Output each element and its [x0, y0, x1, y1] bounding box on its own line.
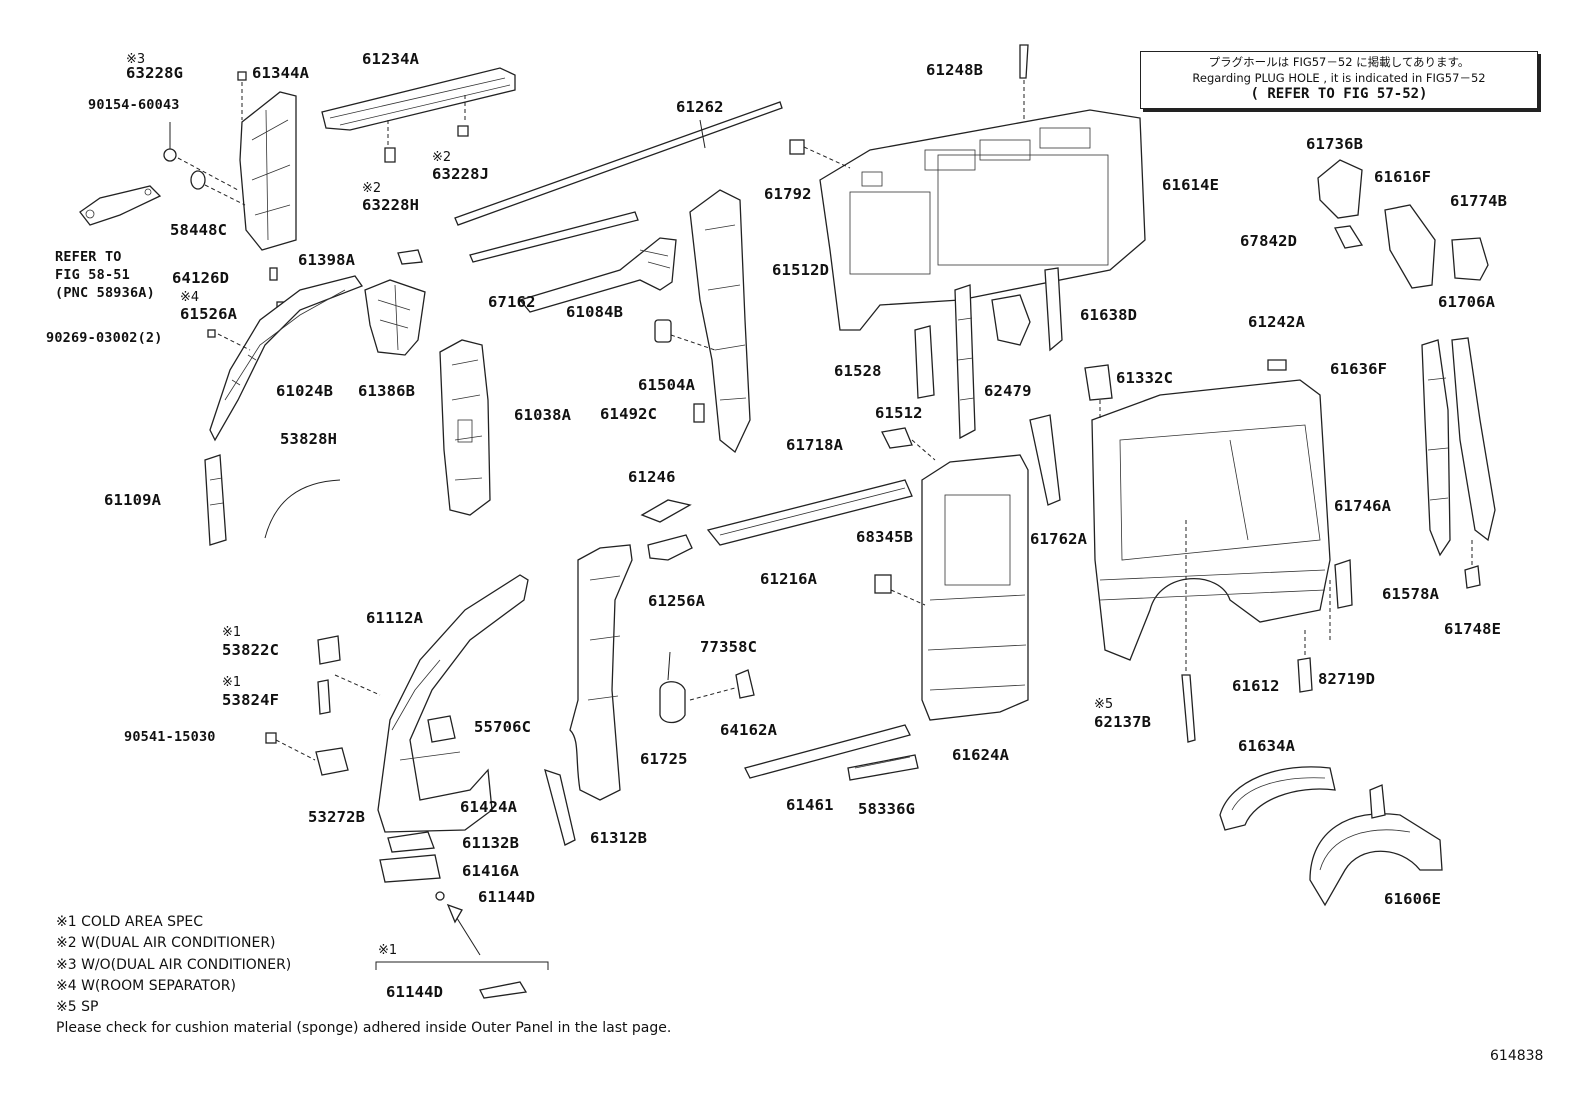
note-line-refer: ( REFER TO FIG 57-52) — [1250, 86, 1428, 102]
part-label-67162[interactable]: 67162 — [488, 293, 536, 311]
part-label-63228J[interactable]: 63228J — [432, 165, 490, 183]
marker-2b: ※2 — [362, 181, 382, 196]
legend-line-5: ※5 SP — [56, 999, 99, 1015]
marker-4: ※4 — [180, 290, 200, 305]
part-label-90541-15030[interactable]: 90541-15030 — [124, 729, 216, 745]
part-label-61636F[interactable]: 61636F — [1330, 360, 1388, 378]
part-label-82719D[interactable]: 82719D — [1318, 670, 1376, 688]
part-label-61528[interactable]: 61528 — [834, 362, 882, 380]
part-label-64126D[interactable]: 64126D — [172, 269, 230, 287]
legend-line-3: ※3 W/O(DUAL AIR CONDITIONER) — [56, 957, 292, 973]
part-label-64162A[interactable]: 64162A — [720, 721, 778, 739]
plug-hole-note: プラグホールは FIG57－52 に掲載してあります。 Regarding PL… — [1140, 51, 1538, 109]
part-label-61132B[interactable]: 61132B — [462, 834, 520, 852]
part-label-61332C[interactable]: 61332C — [1116, 369, 1174, 387]
part-label-58448C[interactable]: 58448C — [170, 221, 228, 239]
part-label-61614E[interactable]: 61614E — [1162, 176, 1220, 194]
part-label-61084B[interactable]: 61084B — [566, 303, 624, 321]
part-label-62137B[interactable]: 62137B — [1094, 713, 1152, 731]
part-label-61725[interactable]: 61725 — [640, 750, 688, 768]
legend-footnote: Please check for cushion material (spong… — [56, 1020, 672, 1036]
part-label-61578A[interactable]: 61578A — [1382, 585, 1440, 603]
part-label-90269-03002[interactable]: 90269-03002(2) — [46, 330, 163, 346]
part-label-61386B[interactable]: 61386B — [358, 382, 416, 400]
part-label-61746A[interactable]: 61746A — [1334, 497, 1392, 515]
part-label-61112A[interactable]: 61112A — [366, 609, 424, 627]
part-label-61312B[interactable]: 61312B — [590, 829, 648, 847]
part-label-61736B[interactable]: 61736B — [1306, 135, 1364, 153]
part-label-61706A[interactable]: 61706A — [1438, 293, 1496, 311]
marker-1a: ※1 — [222, 625, 242, 640]
part-label-61526A[interactable]: 61526A — [180, 305, 238, 323]
part-label-61634A[interactable]: 61634A — [1238, 737, 1296, 755]
refer-text-1: REFER TO — [55, 249, 122, 265]
part-label-61461[interactable]: 61461 — [786, 796, 834, 814]
part-label-53272B[interactable]: 53272B — [308, 808, 366, 826]
part-label-61234A[interactable]: 61234A — [362, 50, 420, 68]
part-label-61504A[interactable]: 61504A — [638, 376, 696, 394]
marker-2a: ※2 — [432, 150, 452, 165]
part-label-61038A[interactable]: 61038A — [514, 406, 572, 424]
part-label-61256A[interactable]: 61256A — [648, 592, 706, 610]
part-label-63228G[interactable]: 63228G — [126, 64, 184, 82]
note-line-japanese: プラグホールは FIG57－52 に掲載してあります。 — [1208, 55, 1470, 69]
part-label-61606E[interactable]: 61606E — [1384, 890, 1442, 908]
part-label-77358C[interactable]: 77358C — [700, 638, 758, 656]
legend-line-2: ※2 W(DUAL AIR CONDITIONER) — [56, 935, 276, 951]
part-label-61762A[interactable]: 61762A — [1030, 530, 1088, 548]
part-label-61344A[interactable]: 61344A — [252, 64, 310, 82]
legend-line-4: ※4 W(ROOM SEPARATOR) — [56, 978, 236, 994]
part-label-61718A[interactable]: 61718A — [786, 436, 844, 454]
part-label-53822C[interactable]: 53822C — [222, 641, 280, 659]
part-label-68345B[interactable]: 68345B — [856, 528, 914, 546]
figure-number: 614838 — [1490, 1048, 1544, 1064]
part-label-61512[interactable]: 61512 — [875, 404, 923, 422]
marker-5: ※5 — [1094, 697, 1114, 712]
part-label-61616F[interactable]: 61616F — [1374, 168, 1432, 186]
part-label-61248B[interactable]: 61248B — [926, 61, 984, 79]
part-label-53824F[interactable]: 53824F — [222, 691, 280, 709]
part-label-61144D-cold[interactable]: 61144D — [386, 983, 444, 1001]
part-label-90154-60043[interactable]: 90154-60043 — [88, 97, 180, 113]
part-label-61748E[interactable]: 61748E — [1444, 620, 1502, 638]
part-label-61424A[interactable]: 61424A — [460, 798, 518, 816]
part-label-61624A[interactable]: 61624A — [952, 746, 1010, 764]
part-label-61216A[interactable]: 61216A — [760, 570, 818, 588]
part-label-61246[interactable]: 61246 — [628, 468, 676, 486]
part-label-61242A[interactable]: 61242A — [1248, 313, 1306, 331]
note-line-english: Regarding PLUG HOLE , it is indicated in… — [1192, 71, 1486, 85]
part-label-61774B[interactable]: 61774B — [1450, 192, 1508, 210]
part-label-55706C[interactable]: 55706C — [474, 718, 532, 736]
part-label-61024B[interactable]: 61024B — [276, 382, 334, 400]
marker-1c: ※1 — [378, 943, 398, 958]
part-label-53828H[interactable]: 53828H — [280, 430, 338, 448]
part-label-61416A[interactable]: 61416A — [462, 862, 520, 880]
refer-text-3: (PNC 58936A) — [55, 285, 155, 301]
part-label-67842D[interactable]: 67842D — [1240, 232, 1298, 250]
part-label-61144D[interactable]: 61144D — [478, 888, 536, 906]
refer-text-2: FIG 58-51 — [55, 267, 130, 283]
marker-3: ※3 — [126, 52, 146, 67]
marker-1b: ※1 — [222, 675, 242, 690]
part-label-61612[interactable]: 61612 — [1232, 677, 1280, 695]
part-label-61792[interactable]: 61792 — [764, 185, 812, 203]
part-label-61492C[interactable]: 61492C — [600, 405, 658, 423]
part-label-61262[interactable]: 61262 — [676, 98, 724, 116]
part-label-58336G[interactable]: 58336G — [858, 800, 916, 818]
part-label-61109A[interactable]: 61109A — [104, 491, 162, 509]
part-label-62479[interactable]: 62479 — [984, 382, 1032, 400]
part-label-61512D[interactable]: 61512D — [772, 261, 830, 279]
part-label-63228H[interactable]: 63228H — [362, 196, 420, 214]
part-label-61638D[interactable]: 61638D — [1080, 306, 1138, 324]
part-label-61398A[interactable]: 61398A — [298, 251, 356, 269]
legend-line-1: ※1 COLD AREA SPEC — [56, 914, 204, 930]
